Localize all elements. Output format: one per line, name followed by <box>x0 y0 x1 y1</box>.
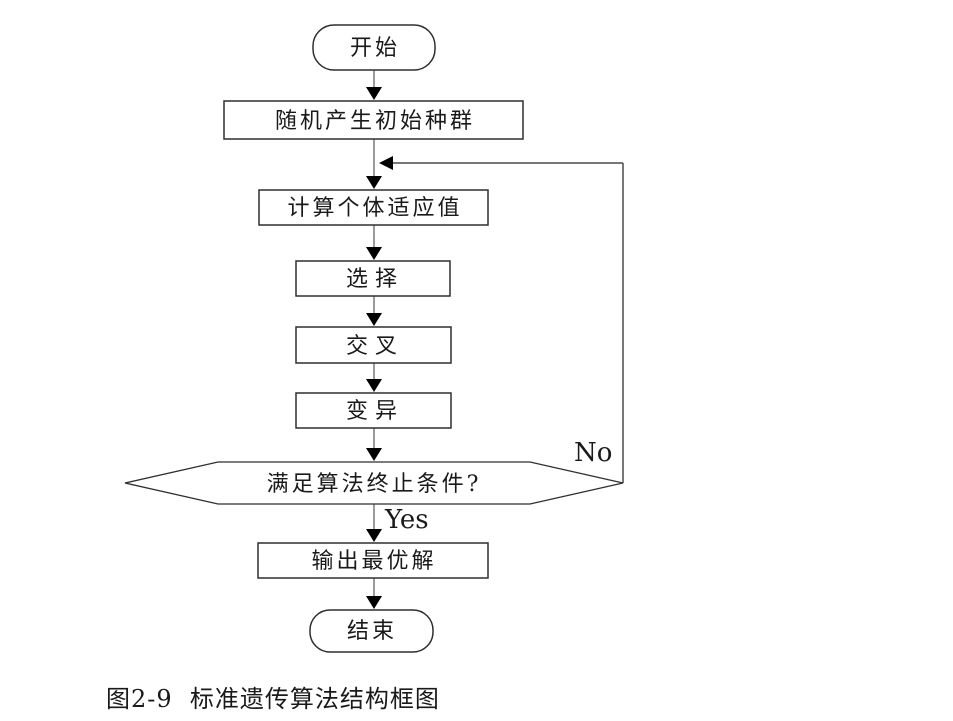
output-label: 输出最优解 <box>311 549 436 574</box>
termination-decision-label: 满足算法终止条件? <box>267 472 482 497</box>
end-label: 结束 <box>347 619 397 644</box>
node-init-population: 随机产生初始种群 <box>223 100 524 140</box>
init-population-label: 随机产生初始种群 <box>275 109 475 134</box>
arrowhead-into-fitness-icon <box>366 176 382 189</box>
selection-shape <box>295 260 451 297</box>
selection-label: 选择 <box>346 267 404 292</box>
node-end: 结束 <box>309 609 434 653</box>
arrowhead-into-decision-icon <box>366 448 382 461</box>
arrowhead-into-end-icon <box>366 596 382 609</box>
node-fitness: 计算个体适应值 <box>258 189 489 226</box>
start-terminator-shape <box>312 24 436 71</box>
node-selection: 选择 <box>295 260 451 297</box>
mutation-shape <box>295 392 452 429</box>
node-start: 开始 <box>312 24 436 71</box>
arrowhead-into-selection-icon <box>366 247 382 260</box>
start-label: 开始 <box>350 36 400 61</box>
crossover-label: 交叉 <box>346 334 404 359</box>
end-terminator-shape <box>309 609 434 653</box>
node-crossover: 交叉 <box>295 326 452 364</box>
node-mutation: 变异 <box>295 392 452 429</box>
feedback-arrowhead-left-icon <box>379 156 393 170</box>
init-population-shape <box>223 100 524 140</box>
node-termination-decision: 满足算法终止条件? <box>124 461 624 505</box>
output-shape <box>257 542 489 579</box>
edge-label-yes: Yes <box>384 505 429 535</box>
mutation-label: 变异 <box>346 399 404 424</box>
termination-decision-shape <box>124 461 624 505</box>
crossover-shape <box>295 326 452 364</box>
edge-label-no: No <box>574 438 612 468</box>
arrowhead-into-init-icon <box>366 87 382 100</box>
arrowhead-into-output-icon <box>366 529 382 542</box>
fitness-shape <box>258 189 489 226</box>
arrowhead-into-mutation-icon <box>366 379 382 392</box>
fitness-label: 计算个体适应值 <box>287 196 462 221</box>
node-output: 输出最优解 <box>257 542 489 579</box>
arrowhead-into-crossover-icon <box>366 313 382 326</box>
figure-caption: 图2-9 标准遗传算法结构框图 <box>106 685 440 713</box>
